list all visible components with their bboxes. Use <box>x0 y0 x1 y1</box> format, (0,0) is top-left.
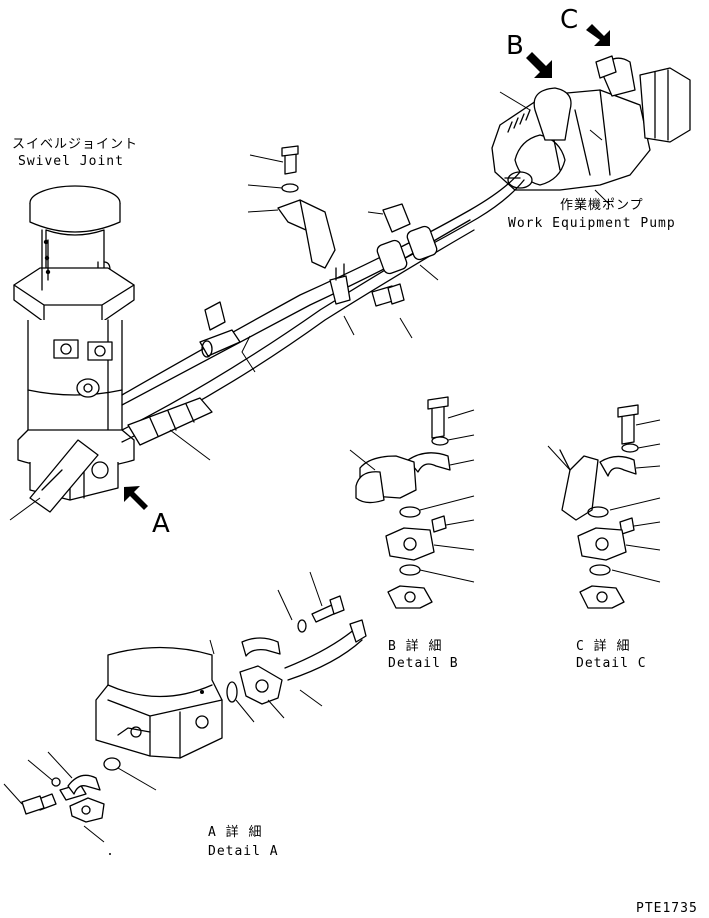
figure-code: PTE1735 <box>636 901 698 916</box>
main-hoses <box>29 171 525 513</box>
arrow-a-icon <box>124 486 148 510</box>
detail-a-drawing <box>3 571 367 855</box>
pump-en-label: Work Equipment Pump <box>508 216 676 231</box>
clamp-bracket-assembly <box>277 145 405 307</box>
work-equipment-pump-drawing <box>491 55 691 191</box>
swivel-joint-jp-label: スイベルジョイント <box>12 137 138 152</box>
swivel-joint-en-label: Swivel Joint <box>18 154 124 169</box>
detail-c-en-label: Detail C <box>576 656 647 671</box>
detail-b-jp-label: B 詳 細 <box>388 638 442 654</box>
detail-b-en-label: Detail B <box>388 656 459 671</box>
detail-b-drawing <box>349 396 475 609</box>
view-label-a: A <box>152 509 170 539</box>
arrow-c-icon <box>586 24 610 46</box>
arrow-b-icon <box>526 52 552 78</box>
detail-a-jp-label: A 詳 細 <box>208 824 262 840</box>
detail-c-jp-label: C 詳 細 <box>576 638 630 654</box>
detail-c-drawing <box>547 404 661 609</box>
detail-a-en-label: Detail A <box>208 844 279 859</box>
leader-lines <box>9 91 611 521</box>
view-label-b: B <box>506 31 524 61</box>
view-label-c: C <box>560 5 578 35</box>
pump-jp-label: 作業機ポンプ <box>560 197 644 213</box>
view-arrows <box>124 24 610 510</box>
